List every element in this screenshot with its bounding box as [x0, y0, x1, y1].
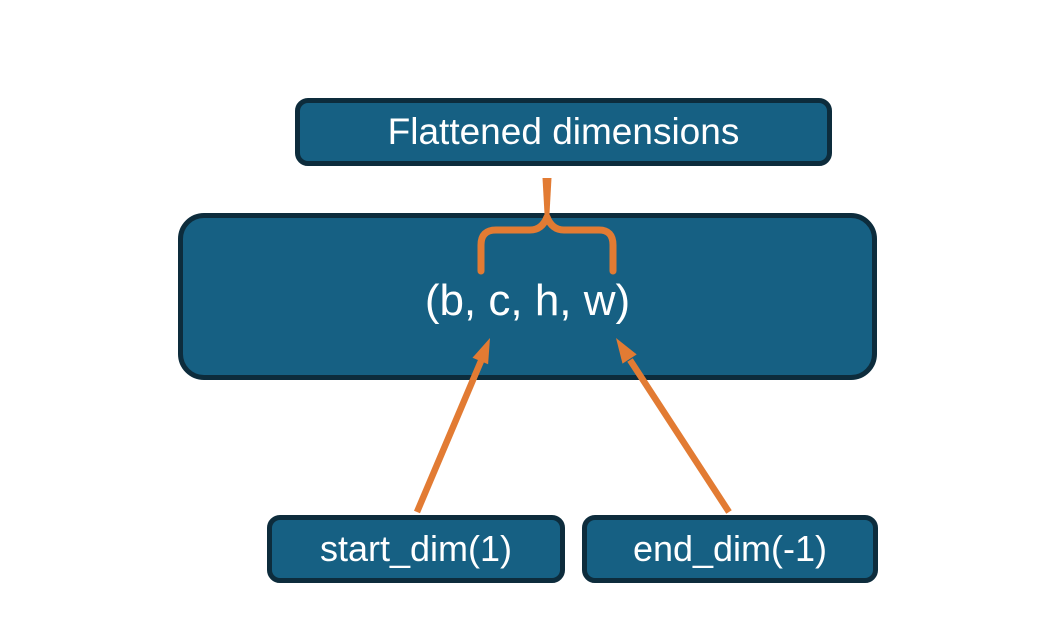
node-start-dim: start_dim(1)	[267, 515, 565, 583]
node-flattened-dimensions: Flattened dimensions	[295, 98, 832, 166]
node-tensor-shape: (b, c, h, w)	[178, 213, 877, 380]
node-end-dim-label: end_dim(-1)	[632, 528, 828, 569]
node-start-dim-label: start_dim(1)	[319, 528, 513, 569]
node-flattened-dimensions-label: Flattened dimensions	[387, 111, 740, 152]
arrow-start-dim-line	[414, 359, 484, 514]
node-tensor-shape-label: (b, c, h, w)	[424, 275, 631, 325]
arrow-end-dim-line	[627, 358, 732, 514]
node-end-dim: end_dim(-1)	[582, 515, 878, 583]
